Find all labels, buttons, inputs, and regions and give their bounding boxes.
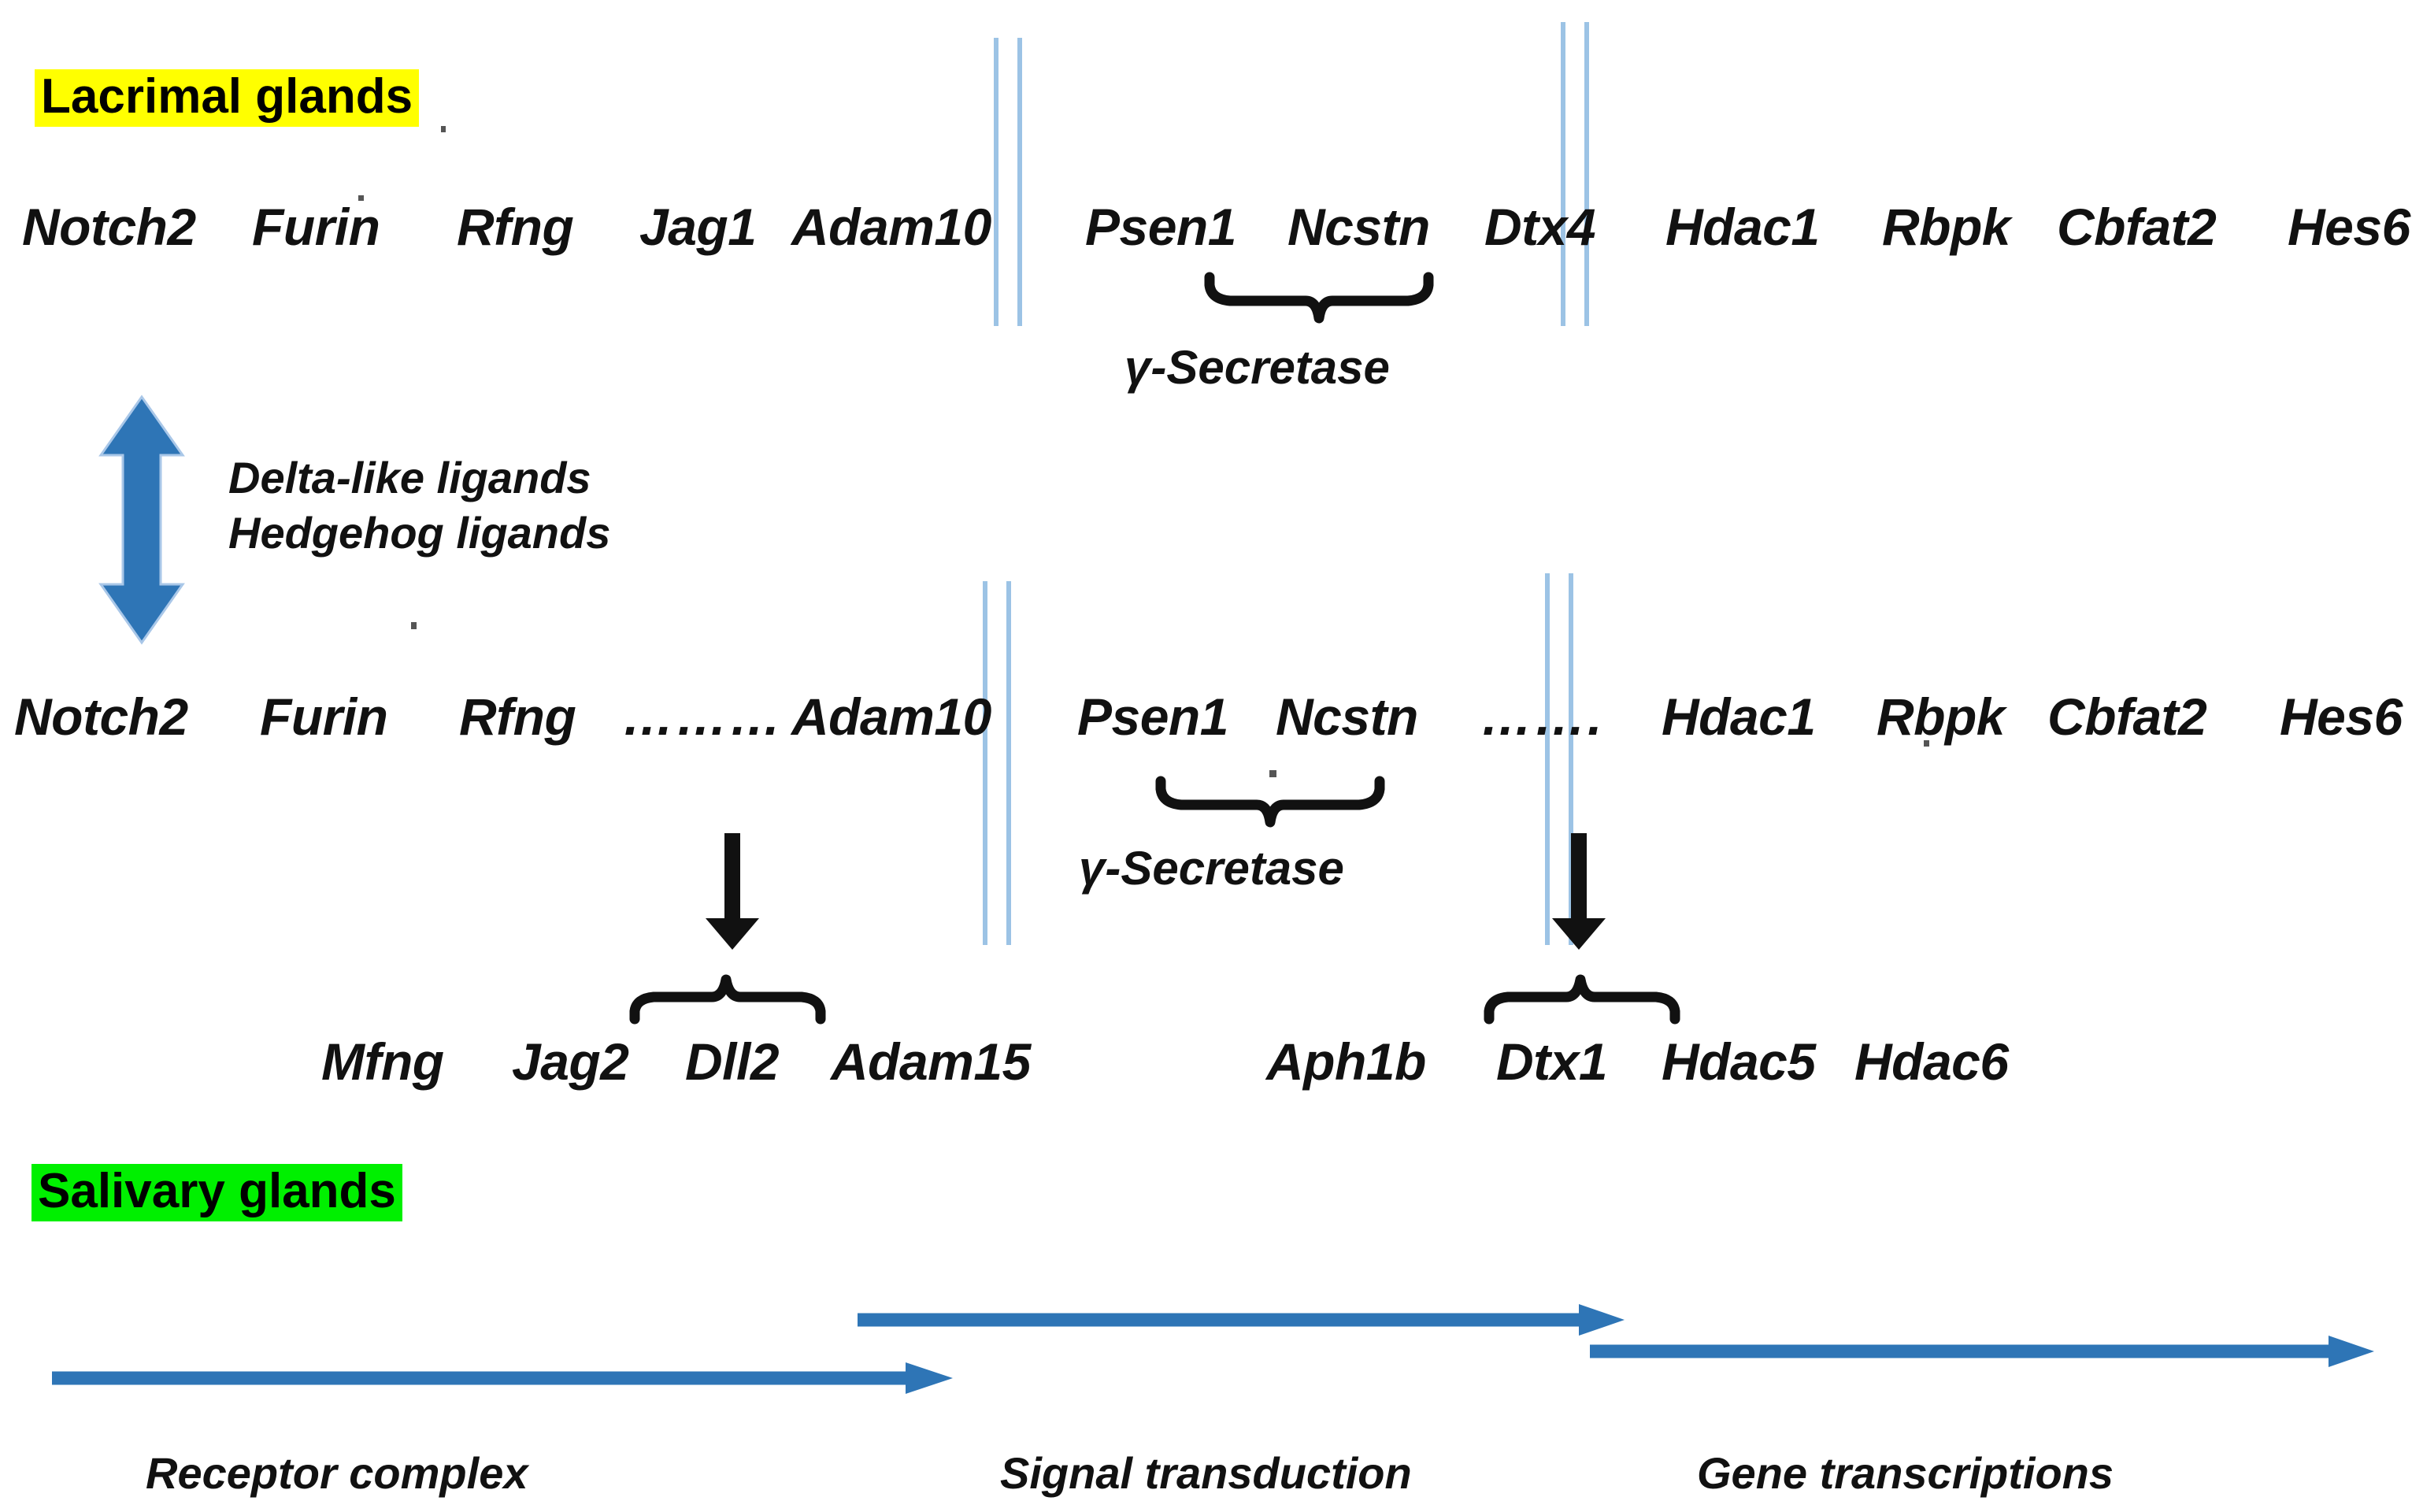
- gene-psen1-salivary: Psen1: [1077, 687, 1228, 746]
- gene-adam10-lacrimal: Adam10: [791, 198, 991, 256]
- lacrimal-glands-label: Lacrimal glands: [35, 69, 420, 128]
- right-up-brace: [1484, 974, 1680, 1025]
- left-down-arrow: [706, 833, 759, 950]
- stage-label-signal-transduction: Signal transduction: [1000, 1448, 1412, 1498]
- signal-transduction-arrow: [858, 1304, 1625, 1336]
- gene-dtx1: Dtx1: [1496, 1032, 1608, 1091]
- gene-aph1b: Aph1b: [1266, 1032, 1426, 1091]
- speck-3: [411, 622, 417, 629]
- gene-notch2-lacrimal: Notch2: [22, 198, 196, 256]
- gene-adam10-salivary: Adam10: [791, 687, 991, 746]
- gene-hdac1-salivary: Hdac1: [1662, 687, 1816, 746]
- gene-placeholder-dtx4: …….: [1480, 687, 1604, 746]
- gene-psen1-lacrimal: Psen1: [1085, 198, 1236, 256]
- membrane-line-5: [983, 581, 987, 945]
- membrane-line-2: [1017, 38, 1022, 326]
- gamma-secretase-label-top: γ-Secretase: [1124, 341, 1390, 394]
- membrane-line-7: [1545, 573, 1550, 945]
- gamma-secretase-brace-top: [1204, 272, 1434, 324]
- gene-transcriptions-arrow: [1590, 1336, 2374, 1367]
- gene-rbpk-lacrimal: Rbpk: [1882, 198, 2011, 256]
- gene-cbfat2-lacrimal: Cbfat2: [2057, 198, 2217, 256]
- gene-furin-lacrimal: Furin: [252, 198, 380, 256]
- gene-furin-salivary: Furin: [260, 687, 388, 746]
- gene-hes6-lacrimal: Hes6: [2288, 198, 2410, 256]
- left-up-brace: [629, 974, 826, 1025]
- gene-hdac5: Hdac5: [1662, 1032, 1816, 1091]
- membrane-line-6: [1006, 581, 1011, 945]
- speck-1: [441, 126, 446, 132]
- gene-adam15: Adam15: [831, 1032, 1031, 1091]
- gene-rfng-salivary: Rfng: [459, 687, 576, 746]
- right-down-arrow: [1552, 833, 1606, 950]
- salivary-glands-label: Salivary glands: [31, 1164, 402, 1222]
- gene-rfng-lacrimal: Rfng: [457, 198, 574, 256]
- membrane-line-8: [1569, 573, 1573, 945]
- speck-2: [358, 195, 364, 201]
- speck-4: [1924, 740, 1929, 747]
- membrane-line-4: [1584, 22, 1589, 326]
- gamma-secretase-brace-bottom: [1155, 776, 1385, 828]
- stage-label-receptor-complex: Receptor complex: [146, 1448, 528, 1498]
- gene-hes6-salivary: Hes6: [2280, 687, 2403, 746]
- gene-placeholder-jag1: ………: [622, 687, 783, 746]
- speck-5: [1269, 770, 1276, 777]
- membrane-line-3: [1561, 22, 1565, 326]
- gene-dtx4-lacrimal: Dtx4: [1484, 198, 1596, 256]
- gamma-secretase-label-bottom: γ-Secretase: [1079, 842, 1344, 895]
- gene-rbpk-salivary: Rbpk: [1877, 687, 2006, 746]
- ligand-double-arrow: [98, 395, 185, 645]
- gene-ncstn-salivary: Ncstn: [1276, 687, 1418, 746]
- gene-mfng: Mfng: [321, 1032, 444, 1091]
- gene-notch2-salivary: Notch2: [14, 687, 188, 746]
- hedgehog-ligands-label: Hedgehog ligands: [228, 508, 611, 558]
- gene-ncstn-lacrimal: Ncstn: [1287, 198, 1430, 256]
- stage-label-gene-transcriptions: Gene transcriptions: [1697, 1448, 2114, 1498]
- gene-jag2: Jag2: [512, 1032, 629, 1091]
- ligand-labels: Delta-like ligands Hedgehog ligands: [228, 450, 610, 561]
- gene-hdac1-lacrimal: Hdac1: [1665, 198, 1820, 256]
- gene-hdac6: Hdac6: [1854, 1032, 2009, 1091]
- membrane-line-1: [994, 38, 998, 326]
- gene-jag1-lacrimal: Jag1: [639, 198, 757, 256]
- delta-like-ligands-label: Delta-like ligands: [228, 453, 591, 502]
- gene-cbfat2-salivary: Cbfat2: [2047, 687, 2207, 746]
- receptor-complex-arrow: [52, 1362, 953, 1394]
- gene-dll2: Dll2: [685, 1032, 780, 1091]
